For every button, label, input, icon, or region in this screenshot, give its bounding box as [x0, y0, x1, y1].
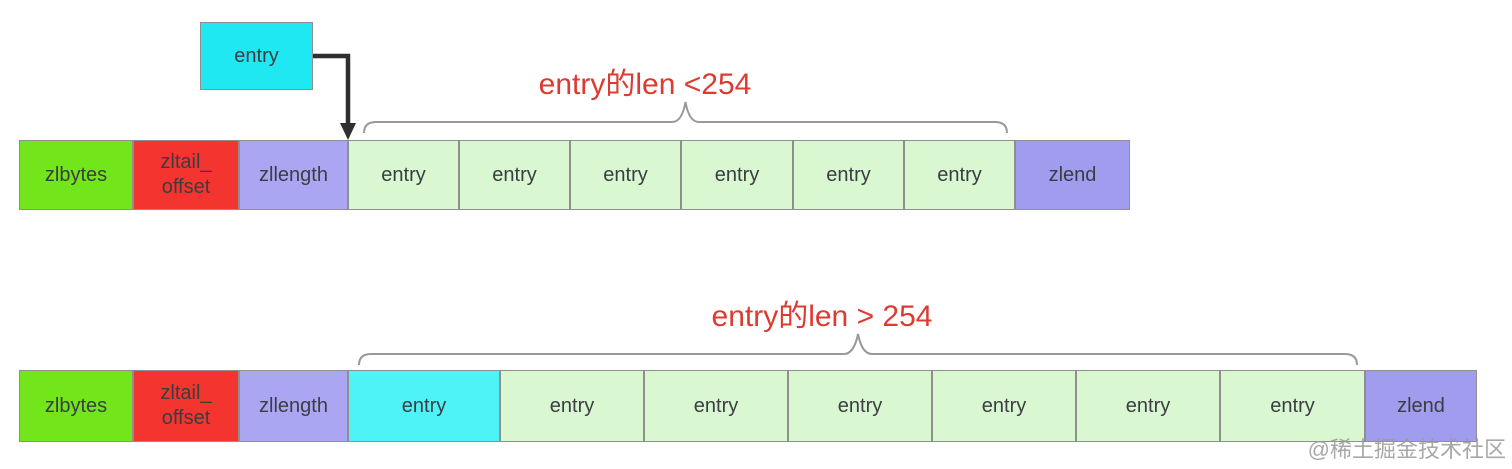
row1-cell-zlbytes: zlbytes	[19, 140, 133, 210]
row1-cell-entry-2: entry	[459, 140, 570, 210]
row2-cell-entry-3: entry	[644, 370, 788, 442]
row2-cell-entry-7: entry	[1220, 370, 1365, 442]
row1-cell-entry-4: entry	[681, 140, 793, 210]
row2-cell-zlbytes: zlbytes	[19, 370, 133, 442]
watermark: @稀土掘金技术社区	[1307, 437, 1506, 462]
row2-cell-entry-4: entry	[788, 370, 932, 442]
row2-cell-zllength: zllength	[239, 370, 348, 442]
row1-brace-icon	[363, 101, 1008, 134]
row2-cell-entry-big: entry	[348, 370, 500, 442]
row2-cell-entry-6: entry	[1076, 370, 1220, 442]
row1-cell-zllength: zllength	[239, 140, 348, 210]
row1-cell-zlend: zlend	[1015, 140, 1130, 210]
row2-cell-zltail-offset: zltail_ offset	[133, 370, 239, 442]
row2-caption: entry的len > 254	[711, 300, 933, 333]
row2-cell-entry-2: entry	[500, 370, 644, 442]
row1-cell-entry-3: entry	[570, 140, 681, 210]
pointer-arrow-icon	[313, 53, 356, 140]
pointer-entry-box: entry	[200, 22, 313, 90]
row1-cell-entry-6: entry	[904, 140, 1015, 210]
row1-cell-entry-1: entry	[348, 140, 459, 210]
row1-caption: entry的len <254	[538, 68, 752, 101]
row2-brace-icon	[358, 333, 1358, 366]
row2-cell-zlend: zlend	[1365, 370, 1477, 442]
row1-cell-entry-5: entry	[793, 140, 904, 210]
row2-cell-entry-5: entry	[932, 370, 1076, 442]
pointer-entry-label: entry	[234, 44, 279, 67]
row1-cell-zltail-offset: zltail_ offset	[133, 140, 239, 210]
